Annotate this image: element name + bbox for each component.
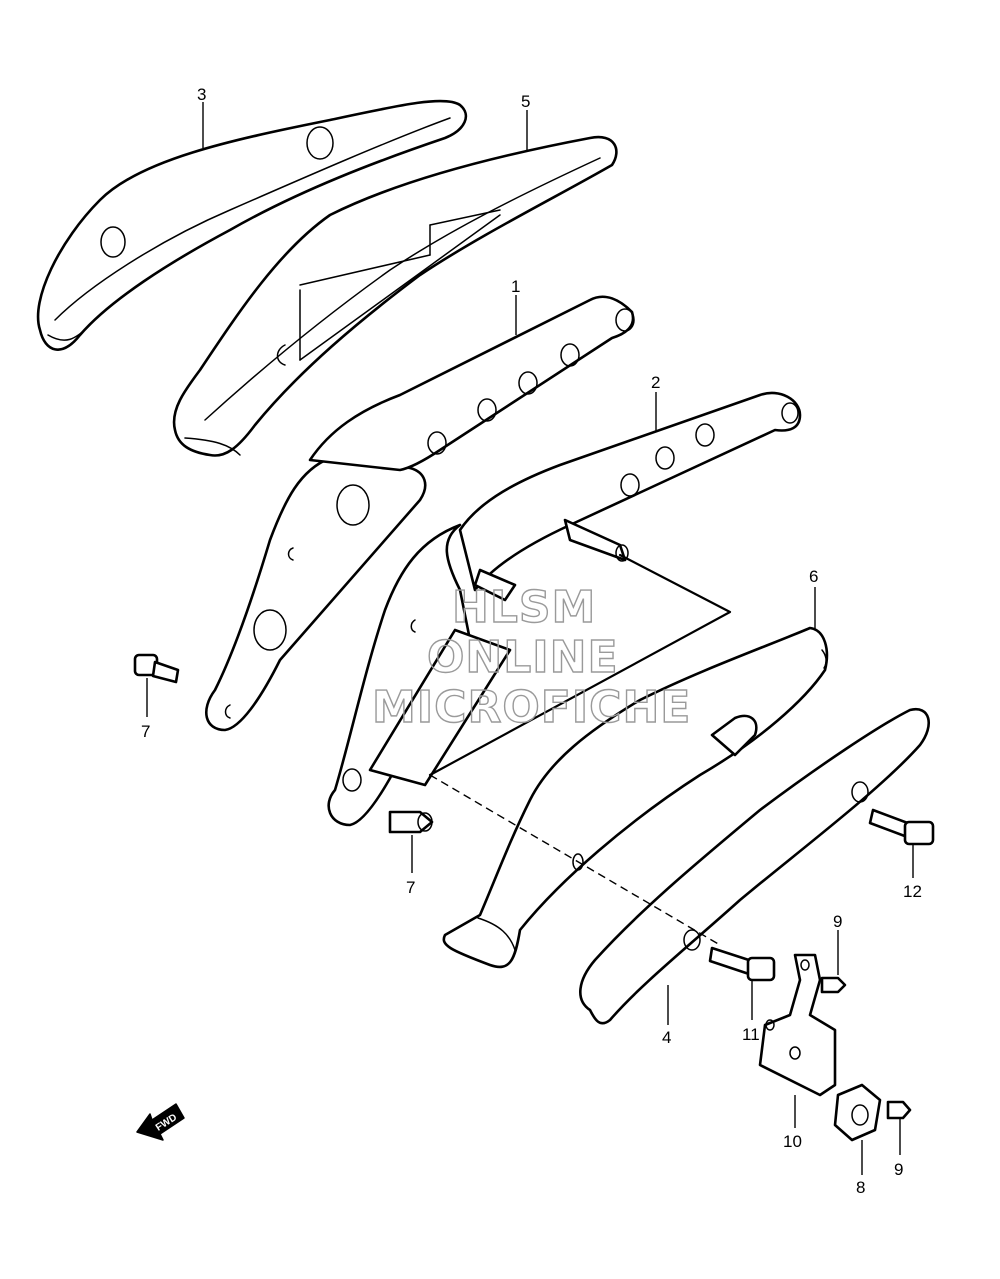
callout-1: 1 xyxy=(511,277,520,296)
part-6-right-inner-cover[interactable] xyxy=(442,626,829,969)
part-12-bolt[interactable] xyxy=(868,808,935,846)
part-10-bracket[interactable] xyxy=(758,953,837,1097)
callout-7b: 7 xyxy=(406,878,415,897)
callout-9a: 9 xyxy=(833,912,842,931)
part-9-screw-upper[interactable] xyxy=(820,976,847,994)
watermark-line-3: MICROFICHE xyxy=(372,682,691,733)
part-9-screw-lower[interactable] xyxy=(886,1100,912,1120)
part-8-clamp[interactable] xyxy=(833,1083,882,1142)
callout-4: 4 xyxy=(662,1028,671,1047)
callout-3: 3 xyxy=(197,85,206,104)
watermark: HLSM ONLINE MICROFICHE xyxy=(371,581,691,733)
callout-2: 2 xyxy=(651,373,660,392)
callout-9b: 9 xyxy=(894,1160,903,1179)
watermark-line-1: HLSM xyxy=(452,582,596,633)
assembly-line-1 xyxy=(429,774,721,946)
assembly-line-2 xyxy=(428,553,732,777)
part-3-upper-cover[interactable] xyxy=(36,99,468,351)
callout-5: 5 xyxy=(521,92,530,111)
part-2-right-rail[interactable] xyxy=(327,391,802,827)
part-4-right-outer-cover[interactable] xyxy=(572,707,930,1025)
part-1-left-rail[interactable] xyxy=(205,295,635,732)
watermark-line-2: ONLINE xyxy=(427,632,619,683)
part-11-bolt[interactable] xyxy=(708,946,776,982)
fwd-direction-arrow: FWD xyxy=(136,1103,185,1141)
callout-8: 8 xyxy=(856,1178,865,1197)
callout-11: 11 xyxy=(742,1025,760,1044)
callout-6: 6 xyxy=(809,567,818,586)
callout-12: 12 xyxy=(903,882,922,901)
leader-lines xyxy=(146,102,914,1175)
callout-10: 10 xyxy=(783,1132,802,1151)
part-7-bolt-upper[interactable] xyxy=(133,653,180,684)
part-5-left-cover[interactable] xyxy=(172,135,618,457)
part-7-bolt-lower[interactable] xyxy=(388,810,434,834)
callout-7a: 7 xyxy=(141,722,150,741)
